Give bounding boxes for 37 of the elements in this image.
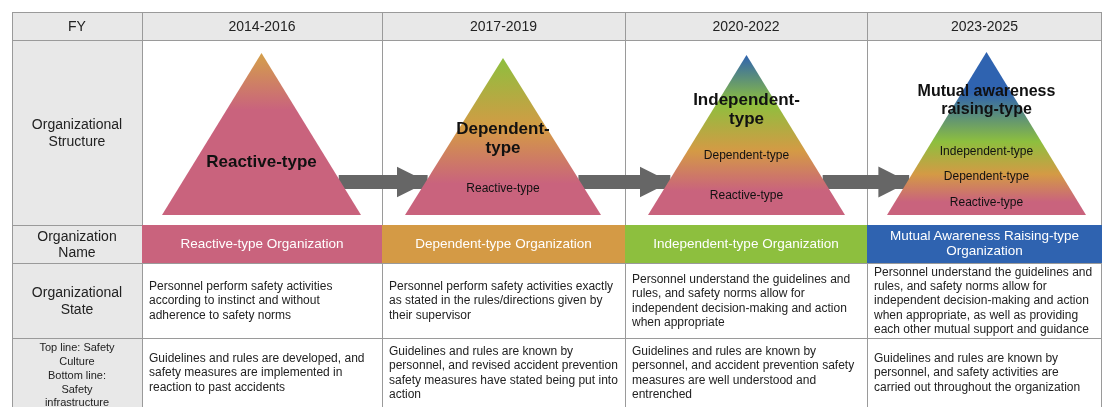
column-header: 2014-2016 [228, 18, 296, 34]
level-title: Dependent-type [455, 120, 551, 158]
row-header: Organizational Structure [30, 116, 124, 149]
organization-name-banner: Reactive-type Organization [142, 225, 382, 263]
pyramid-triangle [162, 53, 361, 215]
arrow [822, 166, 910, 198]
column-header: 2017-2019 [470, 18, 537, 34]
level-label: Dependent-type [942, 170, 1031, 184]
pyramid-triangle [887, 52, 1086, 215]
table-cell-text: Guidelines and rules are known by personnel, and revised accident prevention safety measures have stated being put into action [389, 344, 618, 401]
row-header: Bottom line: Safety infrastructure [43, 368, 111, 407]
column-header: 2023-2025 [951, 18, 1018, 34]
column-header: 2020-2022 [712, 18, 780, 34]
table-cell-text: Guidelines and rules are known by personnel, and accident prevention safety measures are well understood and entrenched [632, 344, 856, 401]
row-header: Organization Name [36, 227, 118, 261]
table-cell-text: Guidelines and rules are developed, and safety measures are implemented in reaction to past accidents [149, 351, 366, 394]
table-cell-text: Guidelines and rules are known by personnel, and safety activities are carried out throughout the organization [874, 351, 1082, 394]
row-header: Top line: Safety Culture [38, 341, 116, 369]
table-cell-text: Personnel perform safety activities exactly as stated in the rules/directions given by their supervisor [389, 279, 615, 322]
level-label: Reactive-type [948, 196, 1025, 210]
pyramid-triangle [405, 58, 601, 215]
table-cell-text: Personnel understand the guidelines and rules, and safety norms allow for independent decision-making and action when appropriate, as well as providing each other mutual support and guidance [874, 265, 1094, 336]
organization-name-banner: Dependent-type Organization [382, 225, 625, 263]
organization-name-banner: Mutual Awareness Raising-type Organization [867, 225, 1102, 263]
pyramid-triangle [648, 55, 845, 215]
arrow [578, 166, 671, 198]
organization-name-banner: Independent-type Organization [625, 225, 867, 263]
level-label: Reactive-type [708, 189, 785, 203]
row-header: Organizational State [30, 284, 124, 317]
level-title: Reactive-type [205, 153, 318, 172]
table-cell-text: Personnel understand the guidelines and rules, and safety norms allow for independent decision-making and action when appropriate [632, 272, 852, 329]
level-label: Dependent-type [702, 149, 791, 163]
level-label: Independent-type [938, 145, 1035, 159]
table-cell-text: Personnel perform safety activities according to instinct and without adherence to safety norms [149, 279, 334, 322]
column-header: FY [68, 18, 86, 34]
level-label: Reactive-type [465, 182, 541, 196]
arrow [338, 166, 428, 198]
